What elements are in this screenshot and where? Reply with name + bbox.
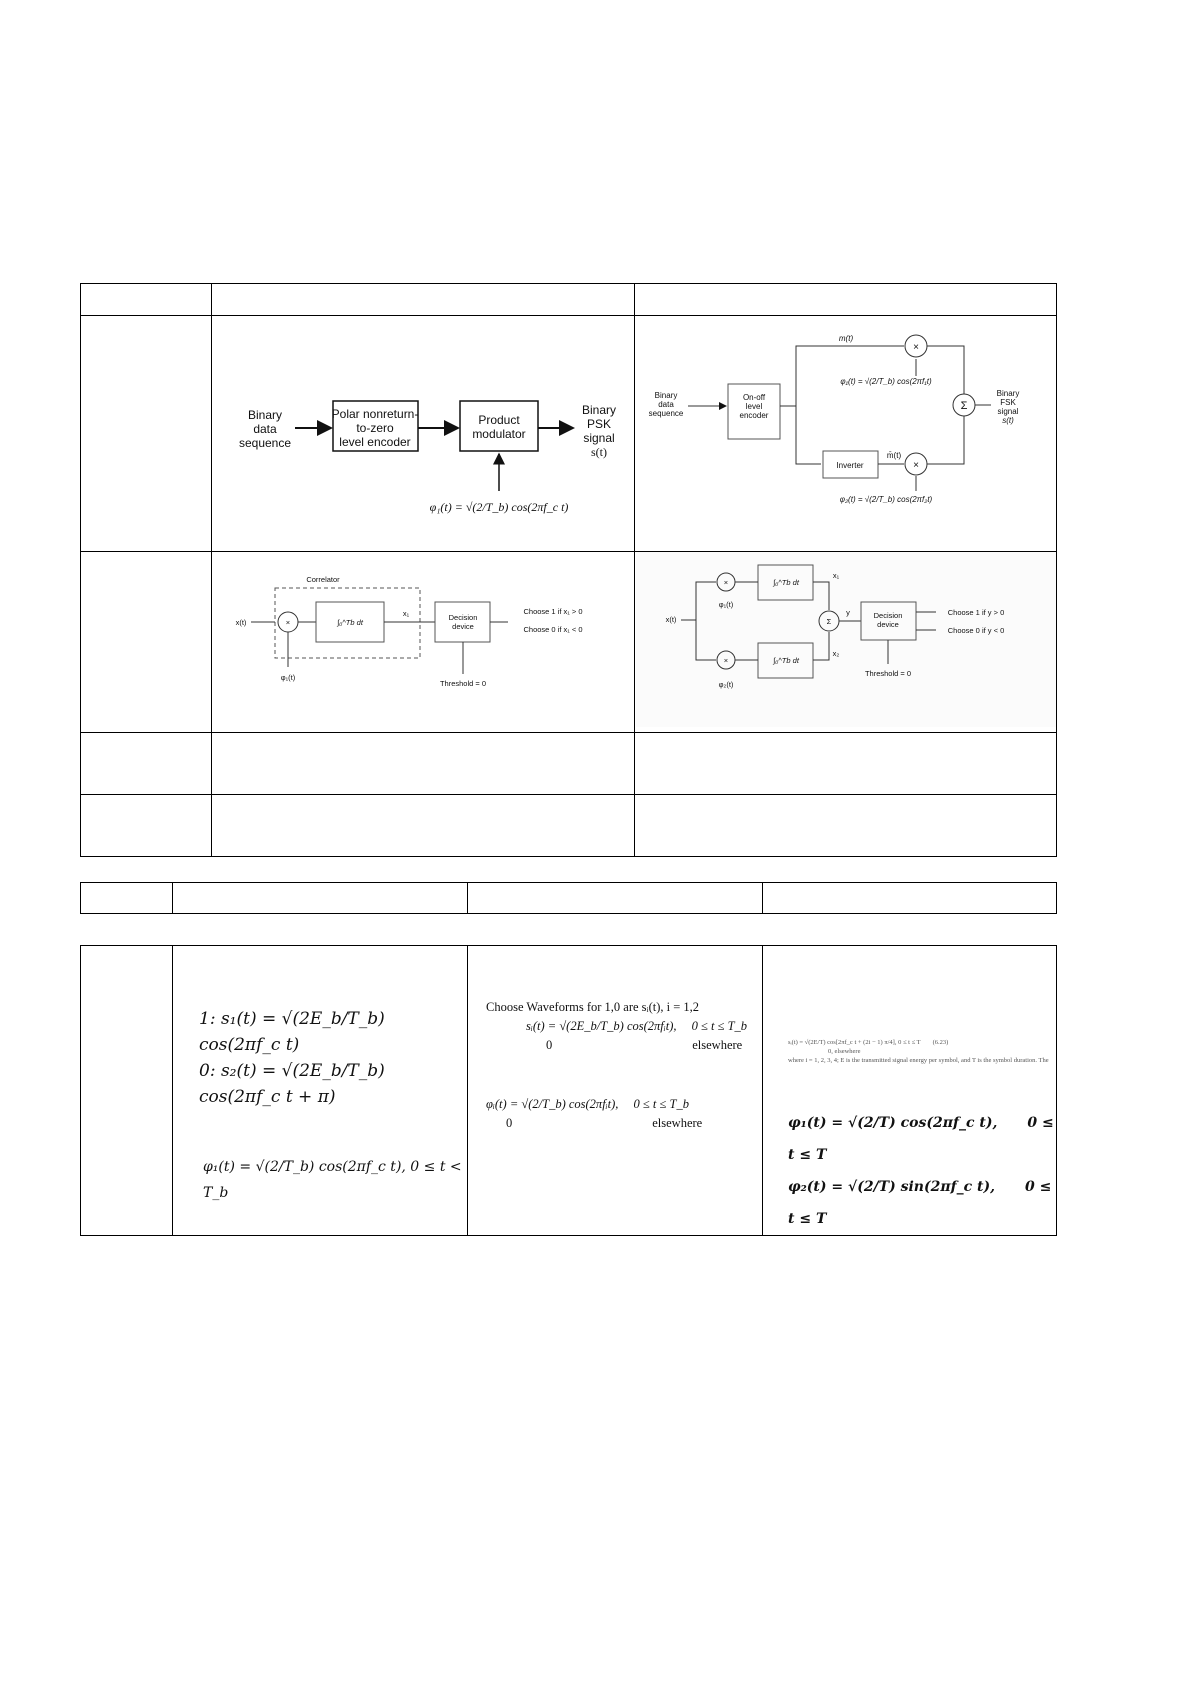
bpsk-s1: 1: s₁(t) = √(2E_b/T_b) cos(2πf_c t) [199,1009,385,1055]
row-label [80,551,212,733]
header-cell [634,283,1057,316]
bpsk-receiver-diagram: Correlator x(t) × ∫₀^Tb dt x₁ Decisionde… [236,575,583,688]
bpsk-s2: 0: s₂(t) = √(2E_b/T_b) cos(2πf_c t + π) [199,1061,385,1107]
svg-text:x₁: x₁ [832,571,839,580]
svg-text:Product: Product [478,413,520,427]
bfsk-receiver-cell: x(t) × × φ₁(t) φ₂(t) ∫₀^Tb dt ∫₀^Tb dt x₁… [634,551,1057,733]
correlator-box [274,587,421,659]
svg-text:×: × [723,578,727,587]
bpsk-transmitter-cell: Binary data sequence Polar nonreturn-to-… [211,315,635,552]
bpsk-phi: φ₁(t) = √(2/T_b) cos(2πf_c t), 0 ≤ t < T… [203,1159,462,1201]
svg-text:x(t): x(t) [665,615,676,624]
label: sequence [239,436,291,450]
comparison-table-header [80,882,1057,914]
bfsk-intro: Choose Waveforms for 1,0 are sᵢ(t), i = … [486,1000,700,1014]
svg-text:Decision: Decision [873,611,902,620]
svg-text:Choose 1 if x₁ > 0: Choose 1 if x₁ > 0 [523,607,582,616]
svg-text:level: level [745,402,762,411]
bfsk-receiver-diagram: x(t) × × φ₁(t) φ₂(t) ∫₀^Tb dt ∫₀^Tb dt x₁… [635,552,1056,727]
svg-text:φ₁(t): φ₁(t) [281,673,296,682]
svg-text:data: data [658,400,674,409]
svg-text:s(t): s(t) [591,445,607,459]
label: Binary [248,408,282,422]
svg-text:device: device [877,620,899,629]
empty-cell [634,794,1057,857]
comparison-table-diagrams: Binary data sequence Polar nonreturn-to-… [80,283,1057,857]
svg-text:s(t): s(t) [1002,416,1014,425]
svg-text:x(t): x(t) [236,618,247,627]
bfsk-equations-cell: Choose Waveforms for 1,0 are sᵢ(t), i = … [467,945,763,1236]
row-label [80,315,212,552]
encoder-block [727,383,780,440]
encoder-block [332,400,419,452]
comparison-table-equations: 1: s₁(t) = √(2E_b/T_b) cos(2πf_c t) 0: s… [80,945,1057,1236]
row-label [80,732,212,795]
svg-text:Threshold = 0: Threshold = 0 [440,679,486,688]
label: data [253,422,277,436]
svg-text:×: × [723,656,727,665]
svg-text:m̄(t): m̄(t) [886,451,901,460]
svg-text:sequence: sequence [648,409,683,418]
svg-text:Choose 0 if y < 0: Choose 0 if y < 0 [947,626,1004,635]
bpsk-transmitter-diagram: Binary data sequence Polar nonreturn-to-… [239,400,616,514]
svg-text:m(t): m(t) [838,334,853,343]
svg-text:×: × [913,460,919,471]
svg-text:Decision: Decision [449,613,478,622]
svg-text:∫₀^Tb dt: ∫₀^Tb dt [336,618,364,627]
svg-text:signal: signal [583,431,614,445]
row-label [80,945,173,1236]
svg-text:FSK: FSK [1000,398,1016,407]
svg-text:Σ: Σ [826,617,831,626]
svg-text:∫₀^Tb dt: ∫₀^Tb dt [772,656,800,665]
svg-text:Inverter: Inverter [836,461,863,470]
svg-text:Choose 1 if y > 0: Choose 1 if y > 0 [947,608,1004,617]
header-cell [211,283,635,316]
svg-text:φ₂(t): φ₂(t) [718,680,733,689]
svg-text:Binary: Binary [582,403,616,417]
svg-text:Σ: Σ [960,400,967,412]
svg-text:φ₂(t) = √(2/T_b) cos(2πf₂t): φ₂(t) = √(2/T_b) cos(2πf₂t) [839,495,932,504]
empty-cell [211,794,635,857]
svg-text:×: × [913,342,919,353]
modulator-block [459,400,539,452]
svg-text:Binary: Binary [996,389,1019,398]
basis-function: φ₁(t) = √(2/T_b) cos(2πf_c t) [430,500,569,514]
svg-text:signal: signal [997,407,1018,416]
empty-cell [634,732,1057,795]
header-cell [80,283,212,316]
svg-text:device: device [452,622,474,631]
svg-text:level encoder: level encoder [339,435,410,449]
svg-text:∫₀^Tb dt: ∫₀^Tb dt [772,578,800,587]
svg-text:Choose 0 if x₁ < 0: Choose 0 if x₁ < 0 [523,625,582,634]
svg-text:x₁: x₁ [403,609,410,618]
svg-text:Correlator: Correlator [306,575,340,584]
svg-text:Binary: Binary [654,391,677,400]
svg-text:encoder: encoder [739,411,768,420]
svg-text:×: × [286,618,290,627]
svg-text:φ₁(t) = √(2/T_b) cos(2πf₁t): φ₁(t) = √(2/T_b) cos(2πf₁t) [840,377,932,386]
bpsk-equations-cell: 1: s₁(t) = √(2E_b/T_b) cos(2πf_c t) 0: s… [172,945,468,1236]
svg-text:to-zero: to-zero [356,421,394,435]
row-label [80,794,212,857]
svg-text:φ₁(t): φ₁(t) [718,600,733,609]
svg-text:Polar nonreturn-: Polar nonreturn- [332,407,419,421]
svg-text:x₂: x₂ [832,649,839,658]
svg-text:y: y [846,608,850,617]
empty-cell [211,732,635,795]
svg-text:On-off: On-off [742,393,765,402]
qpsk-equations-cell: sᵢ(t) = √(2E/T) cos[2πf_c t + (2i − 1) π… [762,945,1057,1236]
svg-text:Threshold = 0: Threshold = 0 [864,669,910,678]
svg-text:PSK: PSK [587,417,611,431]
svg-text:modulator: modulator [472,427,525,441]
